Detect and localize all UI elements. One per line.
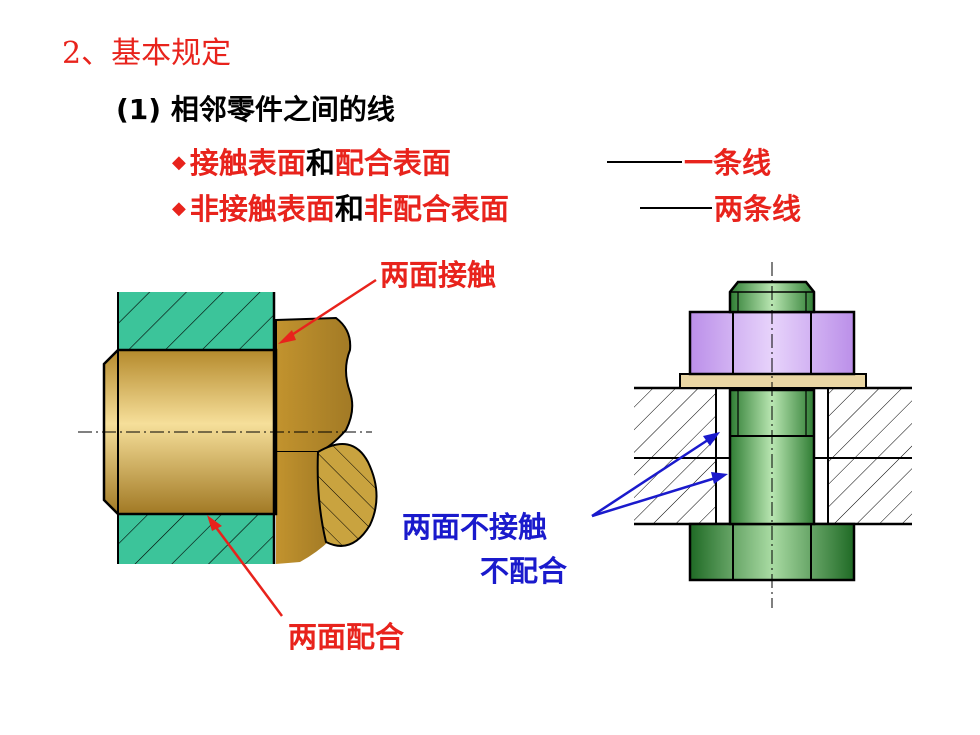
rule-dash (640, 207, 712, 209)
label-no-fit: 不配合 (480, 554, 568, 588)
rule-no-contact: ◆非接触表面和非配合表面 (172, 186, 509, 228)
section-subtitle: (1) 相邻零件之间的线 (116, 93, 395, 126)
rule-part1: 接触表面 (189, 146, 306, 180)
rule-joiner: 和 (305, 146, 335, 180)
arrow-head (711, 472, 728, 484)
upper-plate (634, 388, 912, 458)
arrow-head (207, 515, 222, 531)
bushing (102, 292, 278, 564)
leader-contact (283, 278, 377, 342)
rule-part2: 配合表面 (334, 146, 451, 180)
housing-upper (117, 292, 274, 350)
leader-no-contact (591, 434, 715, 518)
washer (679, 373, 867, 389)
arrow-head (703, 432, 720, 446)
rule-dash (607, 161, 682, 163)
shaft-broken-end (275, 316, 354, 453)
rule-joiner: 和 (334, 192, 364, 226)
rule-part1: 非接触表面 (189, 192, 335, 226)
page-title: 2、基本规定 (62, 36, 232, 71)
rule-part2: 非配合表面 (363, 192, 509, 226)
rule-result: 一条线 (684, 146, 772, 180)
housing-lower (117, 514, 274, 564)
rule-contact: ◆接触表面和配合表面 (172, 140, 451, 182)
diamond-icon: ◆ (172, 198, 186, 219)
diamond-icon: ◆ (172, 152, 186, 173)
leader-no-contact (591, 474, 723, 518)
shaft-lower (276, 452, 330, 564)
label-fit: 两面配合 (288, 620, 405, 654)
arrow-head (278, 330, 296, 344)
leader-fit (210, 521, 284, 617)
label-no-contact: 两面不接触 (402, 510, 548, 544)
label-contact: 两面接触 (380, 258, 497, 292)
rule-result: 两条线 (714, 192, 802, 226)
